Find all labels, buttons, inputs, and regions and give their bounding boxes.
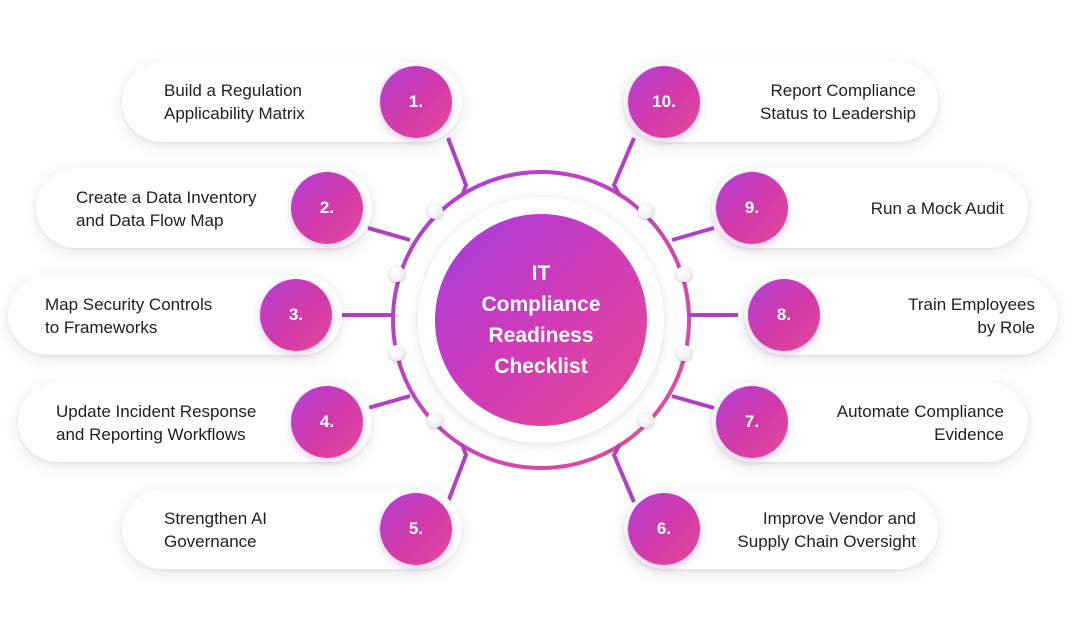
item-badge-2: 2. xyxy=(291,172,363,244)
connector-2 xyxy=(367,226,411,242)
connector-7 xyxy=(671,394,715,410)
outer-ring xyxy=(391,170,691,470)
item-label-8: Train Employees by Role xyxy=(908,295,1035,337)
item-badge-8: 8. xyxy=(748,279,820,351)
connector-9 xyxy=(671,226,715,242)
ring-dot xyxy=(427,412,443,428)
ring-dot xyxy=(638,412,654,428)
item-label-9: Run a Mock Audit xyxy=(870,199,1004,218)
connector-10 xyxy=(612,137,636,197)
ring-dot xyxy=(389,266,405,282)
item-badge-4: 4. xyxy=(291,386,363,458)
item-badge-9: 9. xyxy=(716,172,788,244)
item-label-5: Strengthen AI Governance xyxy=(164,509,268,551)
item-badge-10: 10. xyxy=(628,66,700,138)
item-label-2: Create a Data Inventory and Data Flow Ma… xyxy=(76,188,257,230)
item-label-10: Report Compliance Status to Leadership xyxy=(760,81,916,123)
ring-dot xyxy=(676,345,692,361)
item-badge-1: 1. xyxy=(380,66,452,138)
item-label-7: Automate Compliance Evidence xyxy=(836,402,1004,444)
ring-dot xyxy=(676,266,692,282)
connector-5 xyxy=(446,443,468,503)
center-circle: IT Compliance Readiness Checklist xyxy=(435,214,647,426)
connector-6 xyxy=(612,443,636,503)
ring-dot xyxy=(638,203,654,219)
item-label-1: Build a Regulation Applicability Matrix xyxy=(164,81,305,123)
ring-dot xyxy=(427,203,443,219)
connector-4 xyxy=(367,394,411,410)
item-label-4: Update Incident Response and Reporting W… xyxy=(56,402,257,444)
item-label-3: Map Security Controls to Frameworks xyxy=(45,295,213,337)
center-title: IT Compliance Readiness Checklist xyxy=(481,262,601,378)
item-badge-5: 5. xyxy=(380,493,452,565)
item-label-6: Improve Vendor and Supply Chain Oversigh… xyxy=(737,509,916,551)
connector-1 xyxy=(446,137,468,197)
ring-dot xyxy=(389,345,405,361)
item-badge-6: 6. xyxy=(628,493,700,565)
item-badge-7: 7. xyxy=(716,386,788,458)
item-badge-3: 3. xyxy=(260,279,332,351)
